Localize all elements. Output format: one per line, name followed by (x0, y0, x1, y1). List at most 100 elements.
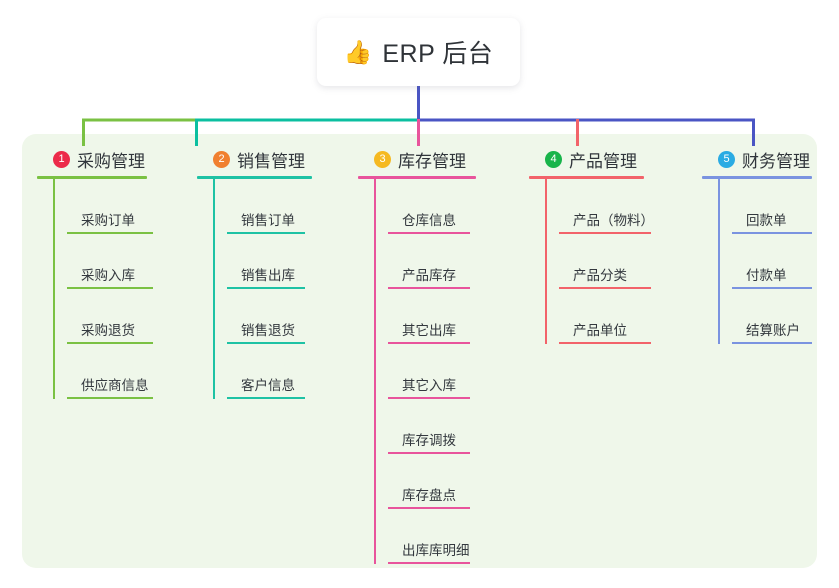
leaf-item-label: 销售退货 (241, 323, 295, 338)
leaf-item[interactable]: 销售出库 (227, 234, 312, 289)
leaf-item[interactable]: 客户信息 (227, 344, 312, 399)
leaf-underline (388, 287, 470, 289)
leaf-underline (559, 342, 651, 344)
branch-title: 库存管理 (398, 151, 466, 171)
leaf-item[interactable]: 供应商信息 (67, 344, 153, 399)
leaf-underline (227, 342, 305, 344)
branch-underline (197, 176, 312, 179)
leaf-underline (227, 287, 305, 289)
branch-title: 财务管理 (742, 151, 810, 171)
leaf-item-label: 采购订单 (81, 213, 135, 228)
leaf-item[interactable]: 采购退货 (67, 289, 153, 344)
leaf-list: 仓库信息产品库存其它出库其它入库库存调拨库存盘点出库库明细 (374, 179, 476, 564)
leaf-underline (388, 562, 470, 564)
branch-underline (529, 176, 644, 179)
leaf-underline (388, 507, 470, 509)
leaf-underline (67, 232, 153, 234)
leaf-item-label: 客户信息 (241, 378, 295, 393)
leaf-item-label: 采购退货 (81, 323, 135, 338)
branch-column-2: 2 销售管理销售订单销售出库销售退货客户信息 (197, 146, 312, 399)
leaf-item-label: 付款单 (746, 268, 787, 283)
leaf-item[interactable]: 产品库存 (388, 234, 476, 289)
leaf-item[interactable]: 仓库信息 (388, 179, 476, 234)
branch-number-badge: 2 (213, 150, 230, 168)
leaf-underline (227, 232, 305, 234)
leaf-list: 产品（物料） 产品分类产品单位 (545, 179, 654, 344)
leaf-item-label: 结算账户 (746, 323, 800, 338)
leaf-item-label: 库存调拨 (402, 433, 456, 448)
branch-title: 采购管理 (77, 151, 145, 171)
leaf-underline (732, 232, 812, 234)
root-node[interactable]: 👍 ERP 后台 (317, 18, 520, 86)
leaf-underline (67, 342, 153, 344)
branch-header-5[interactable]: 5 财务管理 (702, 146, 812, 172)
leaf-item-label: 采购入库 (81, 268, 135, 283)
branch-number-badge: 1 (53, 150, 70, 168)
branch-underline (37, 176, 147, 179)
leaf-item-label: 产品库存 (402, 268, 456, 283)
leaf-item-label: 销售出库 (241, 268, 295, 283)
branch-underline (702, 176, 812, 179)
leaf-underline (732, 287, 812, 289)
branch-title: 销售管理 (237, 151, 305, 171)
leaf-item-label: 产品（物料） (573, 213, 654, 228)
leaf-item[interactable]: 付款单 (732, 234, 812, 289)
leaf-item[interactable]: 回款单 (732, 179, 812, 234)
branch-column-1: 1 采购管理采购订单采购入库采购退货供应商信息 (37, 146, 153, 399)
leaf-underline (388, 232, 470, 234)
branch-spine (53, 179, 55, 399)
leaf-item-label: 销售订单 (241, 213, 295, 228)
branch-spine (374, 179, 376, 564)
leaf-underline (67, 397, 153, 399)
leaf-item[interactable]: 产品（物料） (559, 179, 654, 234)
leaf-item[interactable]: 销售退货 (227, 289, 312, 344)
leaf-item-label: 出库库明细 (402, 543, 470, 558)
branch-column-4: 4 产品管理产品（物料） 产品分类产品单位 (529, 146, 654, 344)
branch-title: 产品管理 (569, 151, 637, 171)
leaf-item-label: 其它入库 (402, 378, 456, 393)
leaf-item-label: 仓库信息 (402, 213, 456, 228)
leaf-item-label: 产品分类 (573, 268, 627, 283)
branch-header-3[interactable]: 3 库存管理 (358, 146, 476, 172)
branch-number-badge: 4 (545, 150, 562, 168)
leaf-item-label: 回款单 (746, 213, 787, 228)
leaf-item[interactable]: 其它入库 (388, 344, 476, 399)
leaf-item[interactable]: 销售订单 (227, 179, 312, 234)
thumbs-up-icon: 👍 (343, 38, 373, 65)
leaf-item[interactable]: 采购入库 (67, 234, 153, 289)
leaf-item-label: 供应商信息 (81, 378, 149, 393)
leaf-item[interactable]: 产品单位 (559, 289, 654, 344)
branch-underline (358, 176, 476, 179)
leaf-item[interactable]: 库存盘点 (388, 454, 476, 509)
branch-number-badge: 5 (718, 150, 735, 168)
branch-header-2[interactable]: 2 销售管理 (197, 146, 312, 172)
branch-spine (545, 179, 547, 344)
root-node-title: ERP 后台 (382, 40, 494, 68)
leaf-underline (559, 232, 651, 234)
leaf-list: 销售订单销售出库销售退货客户信息 (213, 179, 312, 399)
leaf-item-label: 产品单位 (573, 323, 627, 338)
branch-spine (718, 179, 720, 344)
branch-header-4[interactable]: 4 产品管理 (529, 146, 654, 172)
leaf-underline (67, 287, 153, 289)
leaf-underline (559, 287, 651, 289)
branch-column-3: 3 库存管理仓库信息产品库存其它出库其它入库库存调拨库存盘点出库库明细 (358, 146, 476, 564)
leaf-underline (732, 342, 812, 344)
branch-header-1[interactable]: 1 采购管理 (37, 146, 149, 172)
leaf-underline (388, 397, 470, 399)
branch-spine (213, 179, 215, 399)
leaf-list: 采购订单采购入库采购退货供应商信息 (53, 179, 153, 399)
leaf-item[interactable]: 采购订单 (67, 179, 153, 234)
leaf-item[interactable]: 产品分类 (559, 234, 654, 289)
leaf-item[interactable]: 出库库明细 (388, 509, 476, 564)
branch-column-5: 5 财务管理回款单付款单结算账户 (702, 146, 812, 344)
branch-number-badge: 3 (374, 150, 391, 168)
leaf-underline (388, 342, 470, 344)
leaf-item-label: 其它出库 (402, 323, 456, 338)
leaf-item[interactable]: 其它出库 (388, 289, 476, 344)
leaf-underline (227, 397, 305, 399)
leaf-item[interactable]: 库存调拨 (388, 399, 476, 454)
leaf-item[interactable]: 结算账户 (732, 289, 812, 344)
leaf-list: 回款单付款单结算账户 (718, 179, 812, 344)
